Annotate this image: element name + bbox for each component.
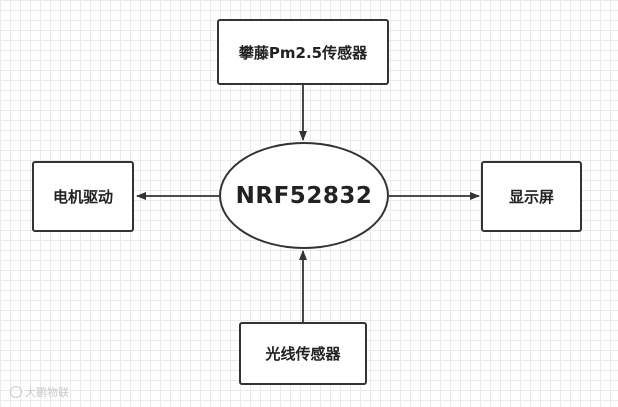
display-node[interactable]: 显示屏 xyxy=(481,161,582,232)
watermark-text: 大鹏物联 xyxy=(25,386,69,399)
motor-driver-node[interactable]: 电机驱动 xyxy=(32,161,134,232)
motor-driver-label: 电机驱动 xyxy=(52,188,113,206)
nrf52832-node[interactable]: NRF52832 xyxy=(219,142,389,249)
watermark: 大鹏物联 xyxy=(10,384,69,400)
nrf52832-label: NRF52832 xyxy=(235,182,373,209)
pm25-sensor-node[interactable]: 攀藤Pm2.5传感器 xyxy=(217,19,389,85)
pm25-sensor-label: 攀藤Pm2.5传感器 xyxy=(238,43,368,62)
light-sensor-node[interactable]: 光线传感器 xyxy=(239,322,367,385)
light-sensor-label: 光线传感器 xyxy=(265,345,341,363)
watermark-logo-icon xyxy=(10,386,22,398)
display-label: 显示屏 xyxy=(508,188,554,206)
